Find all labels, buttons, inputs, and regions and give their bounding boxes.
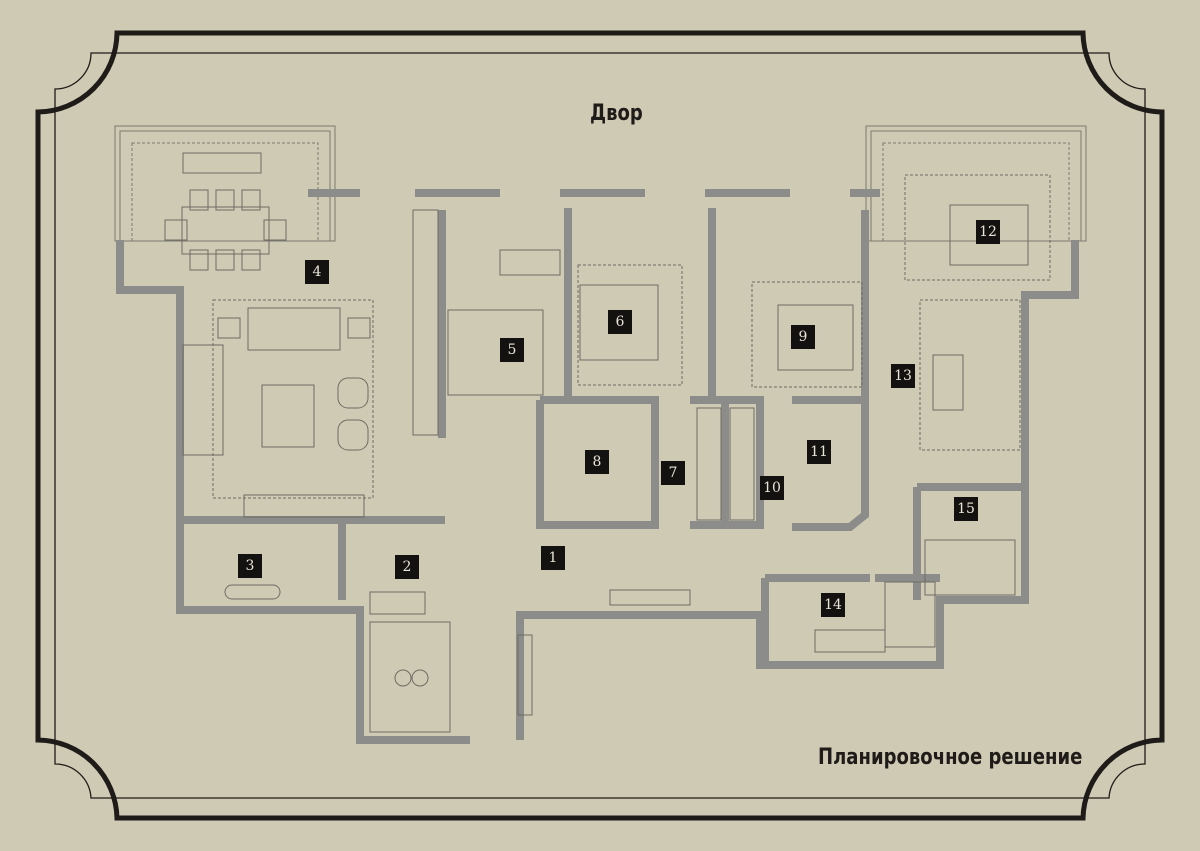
room-label-3: 3 bbox=[238, 554, 262, 578]
room-label-2: 2 bbox=[395, 555, 419, 579]
room-label-15: 15 bbox=[954, 497, 978, 521]
plan-title: Планировочное решение bbox=[818, 745, 1083, 770]
inner-frame bbox=[54, 52, 1146, 799]
room-label-4: 4 bbox=[305, 260, 329, 284]
room-label-8: 8 bbox=[585, 450, 609, 474]
room-label-14: 14 bbox=[821, 593, 845, 617]
room-label-13: 13 bbox=[891, 364, 915, 388]
courtyard-label: Двор bbox=[590, 101, 643, 126]
room-label-6: 6 bbox=[608, 310, 632, 334]
room-label-5: 5 bbox=[500, 338, 524, 362]
furniture bbox=[164, 152, 1051, 733]
room-label-1: 1 bbox=[541, 546, 565, 570]
room-label-7: 7 bbox=[661, 461, 685, 485]
bay-windows bbox=[114, 125, 1087, 242]
room-label-10: 10 bbox=[760, 476, 784, 500]
room-label-12: 12 bbox=[976, 220, 1000, 244]
room-label-9: 9 bbox=[791, 325, 815, 349]
room-label-11: 11 bbox=[807, 440, 831, 464]
outer-frame bbox=[35, 30, 1165, 821]
walls bbox=[116, 189, 1079, 744]
